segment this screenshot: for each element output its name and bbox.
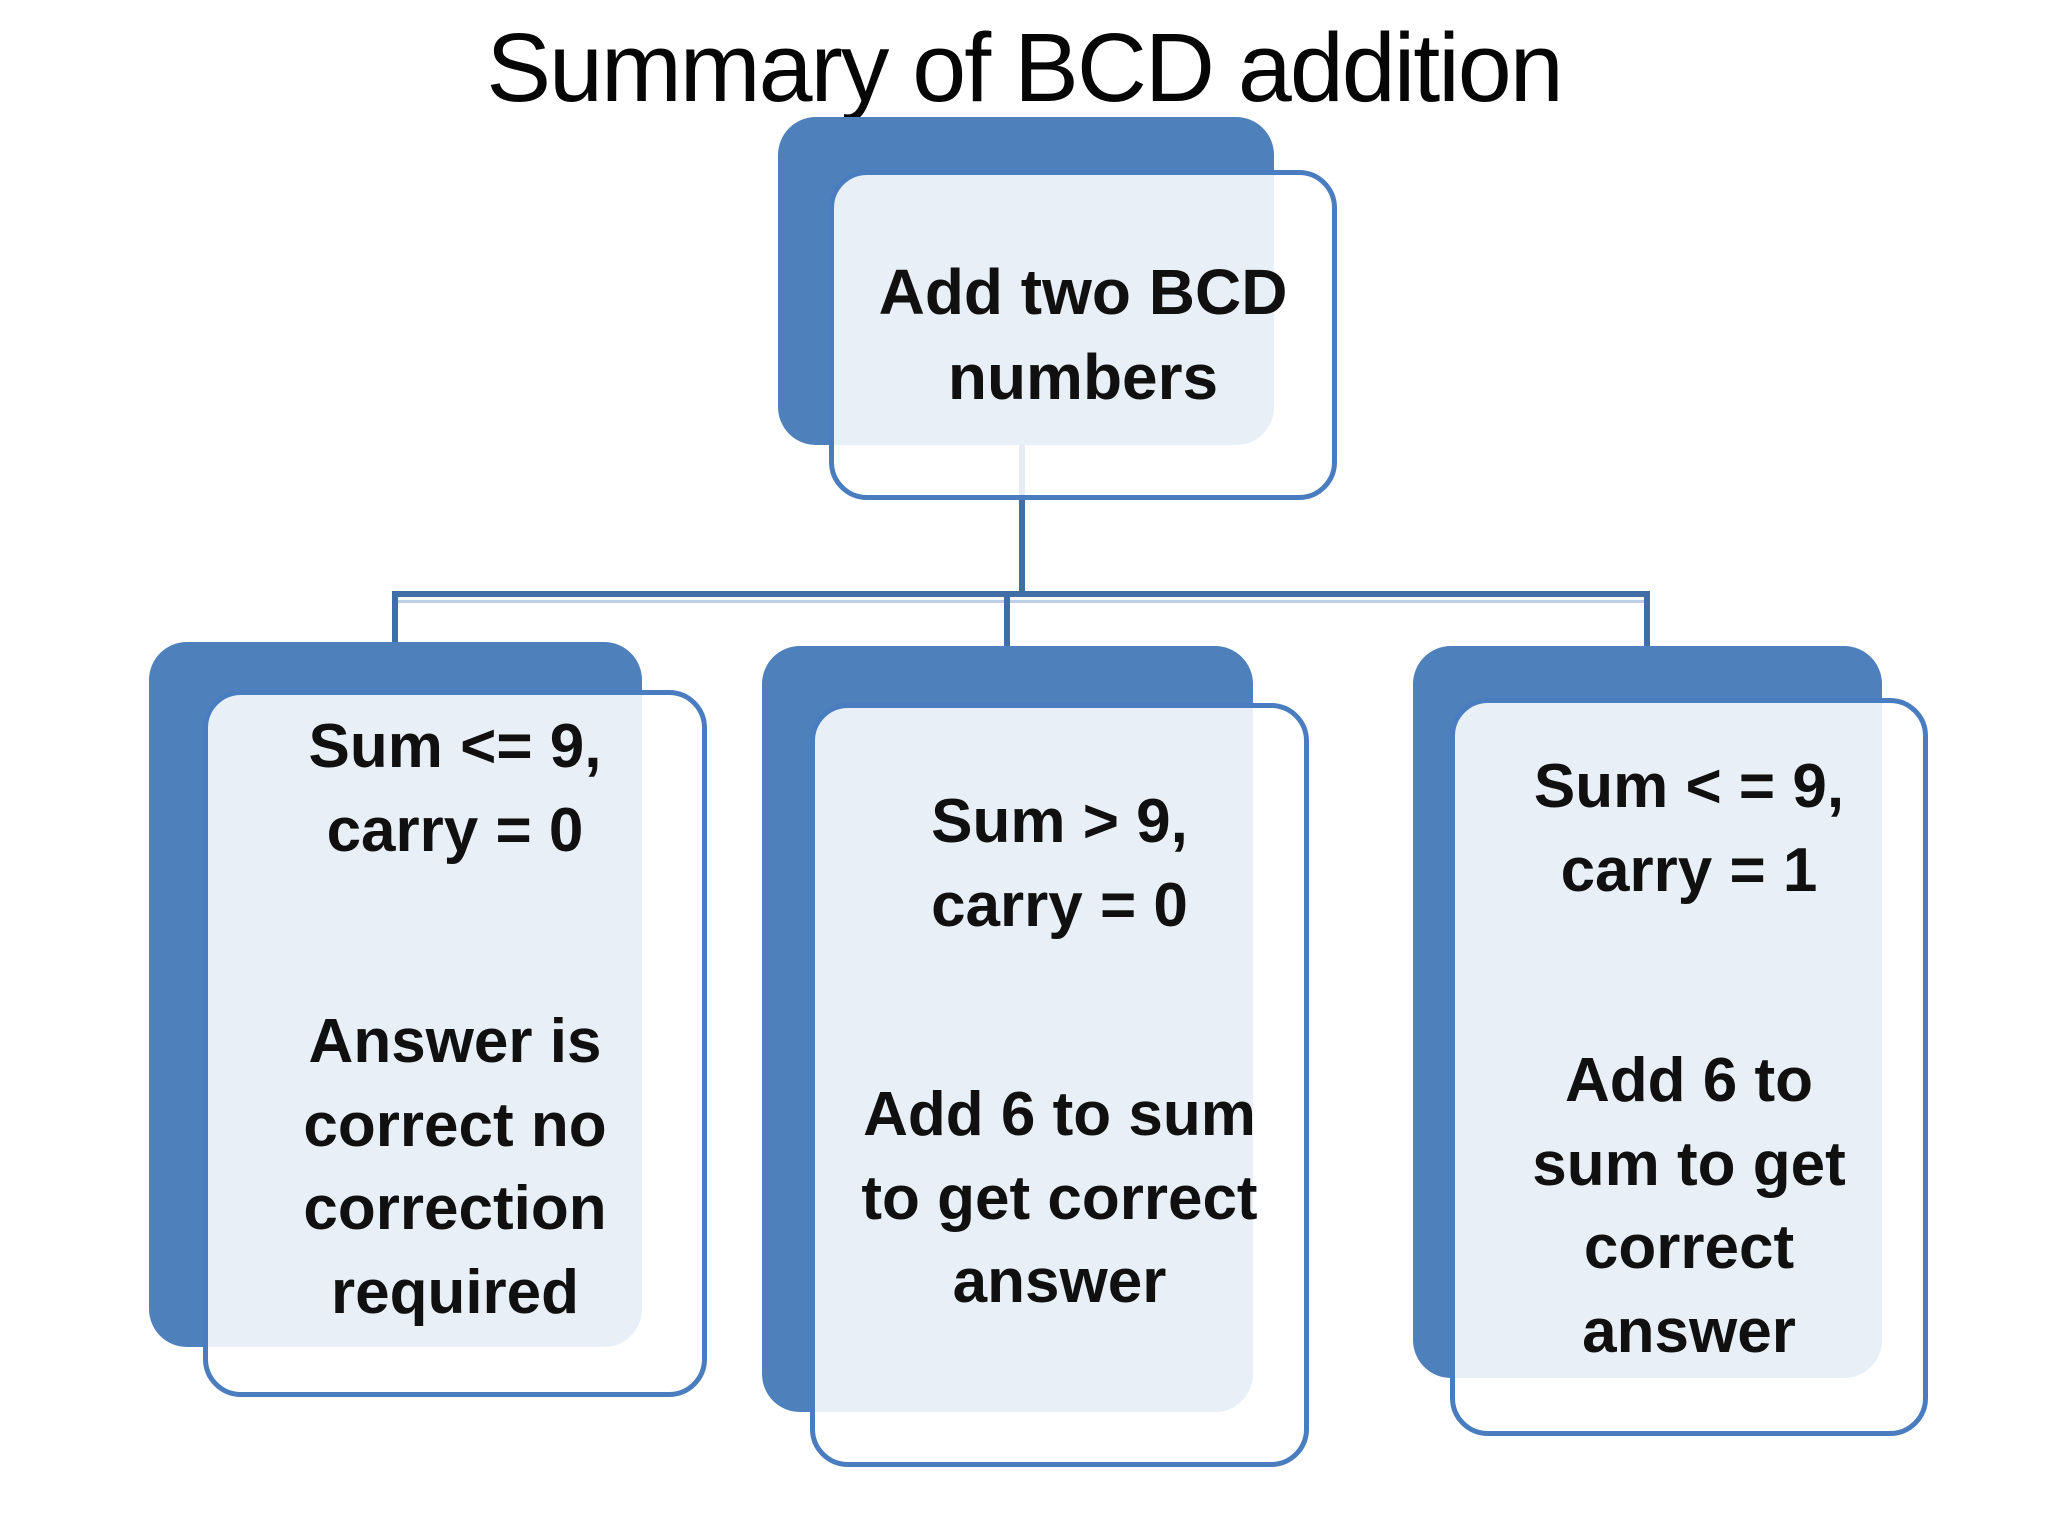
node-child-2-action: Add 6 to sum to get correct answer (861, 1080, 1258, 1317)
node-root-front-panel: Add two BCD numbers (829, 170, 1337, 500)
node-child-2-condition: Sum > 9, carry = 0 (931, 787, 1188, 940)
node-child-2-front-panel: Sum > 9, carry = 0 Add 6 to sum to get c… (810, 703, 1309, 1467)
connector-drop-left (392, 591, 398, 648)
node-child-3-front-panel: Sum < = 9, carry = 1 Add 6 to sum to get… (1450, 698, 1928, 1436)
connector-drop-right (1644, 591, 1650, 648)
connector-horizontal-bar (392, 591, 1650, 597)
node-child-1-action: Answer is correct no correction required (303, 1007, 607, 1328)
node-child-3-action: Add 6 to sum to get correct answer (1532, 1046, 1846, 1367)
connector-root-stem (1019, 445, 1025, 591)
node-child-3-condition: Sum < = 9, carry = 1 (1533, 752, 1845, 905)
node-child-1-front-panel: Sum <= 9, carry = 0 Answer is correct no… (203, 690, 707, 1397)
node-child-1-condition: Sum <= 9, carry = 0 (308, 712, 602, 865)
connector-drop-middle (1004, 591, 1010, 648)
connector-horizontal-bar-shadow (392, 600, 1650, 603)
node-root-label: Add two BCD numbers (878, 255, 1288, 413)
slide-title: Summary of BCD addition (486, 13, 1563, 122)
